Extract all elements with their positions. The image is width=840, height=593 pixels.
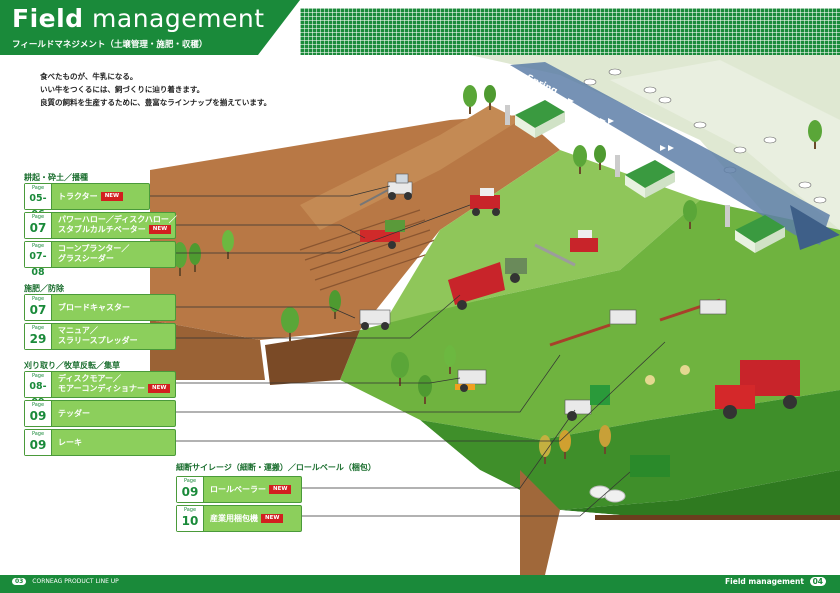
section-fertilize: 施肥／防除 bbox=[24, 284, 64, 293]
page-title: Field management bbox=[12, 4, 265, 33]
new-badge: NEW bbox=[269, 485, 292, 494]
new-badge: NEW bbox=[261, 514, 284, 523]
footer-title: Field management bbox=[725, 577, 804, 586]
page-subtitle: フィールドマネジメント（土壌管理・施肥・収穫） bbox=[12, 40, 208, 50]
section-silage: 細断サイレージ（細断・運搬）／ロールベール（梱包） bbox=[176, 463, 376, 472]
section-tillage: 耕起・砕土／播種 bbox=[24, 173, 88, 182]
new-badge: NEW bbox=[100, 192, 124, 201]
header-banner: Field management フィールドマネジメント（土壌管理・施肥・収穫） bbox=[0, 0, 300, 55]
new-badge: NEW bbox=[148, 225, 172, 234]
page-number-right: 04 bbox=[809, 577, 826, 586]
section-harvest: 刈り取り／牧草反転／集草 bbox=[24, 361, 120, 370]
new-badge: NEW bbox=[147, 384, 171, 393]
header-mesh-pattern bbox=[300, 8, 840, 55]
intro-text: 食べたものが、牛乳になる。 いい牛をつくるには、飼づくりに辿り着きます。 良質の… bbox=[40, 72, 272, 107]
brand-text: CORNEAG PRODUCT LINE UP bbox=[32, 578, 119, 585]
footer-bar: 03 CORNEAG PRODUCT LINE UP Field managem… bbox=[0, 575, 840, 593]
page-number-left: 03 bbox=[12, 578, 27, 585]
